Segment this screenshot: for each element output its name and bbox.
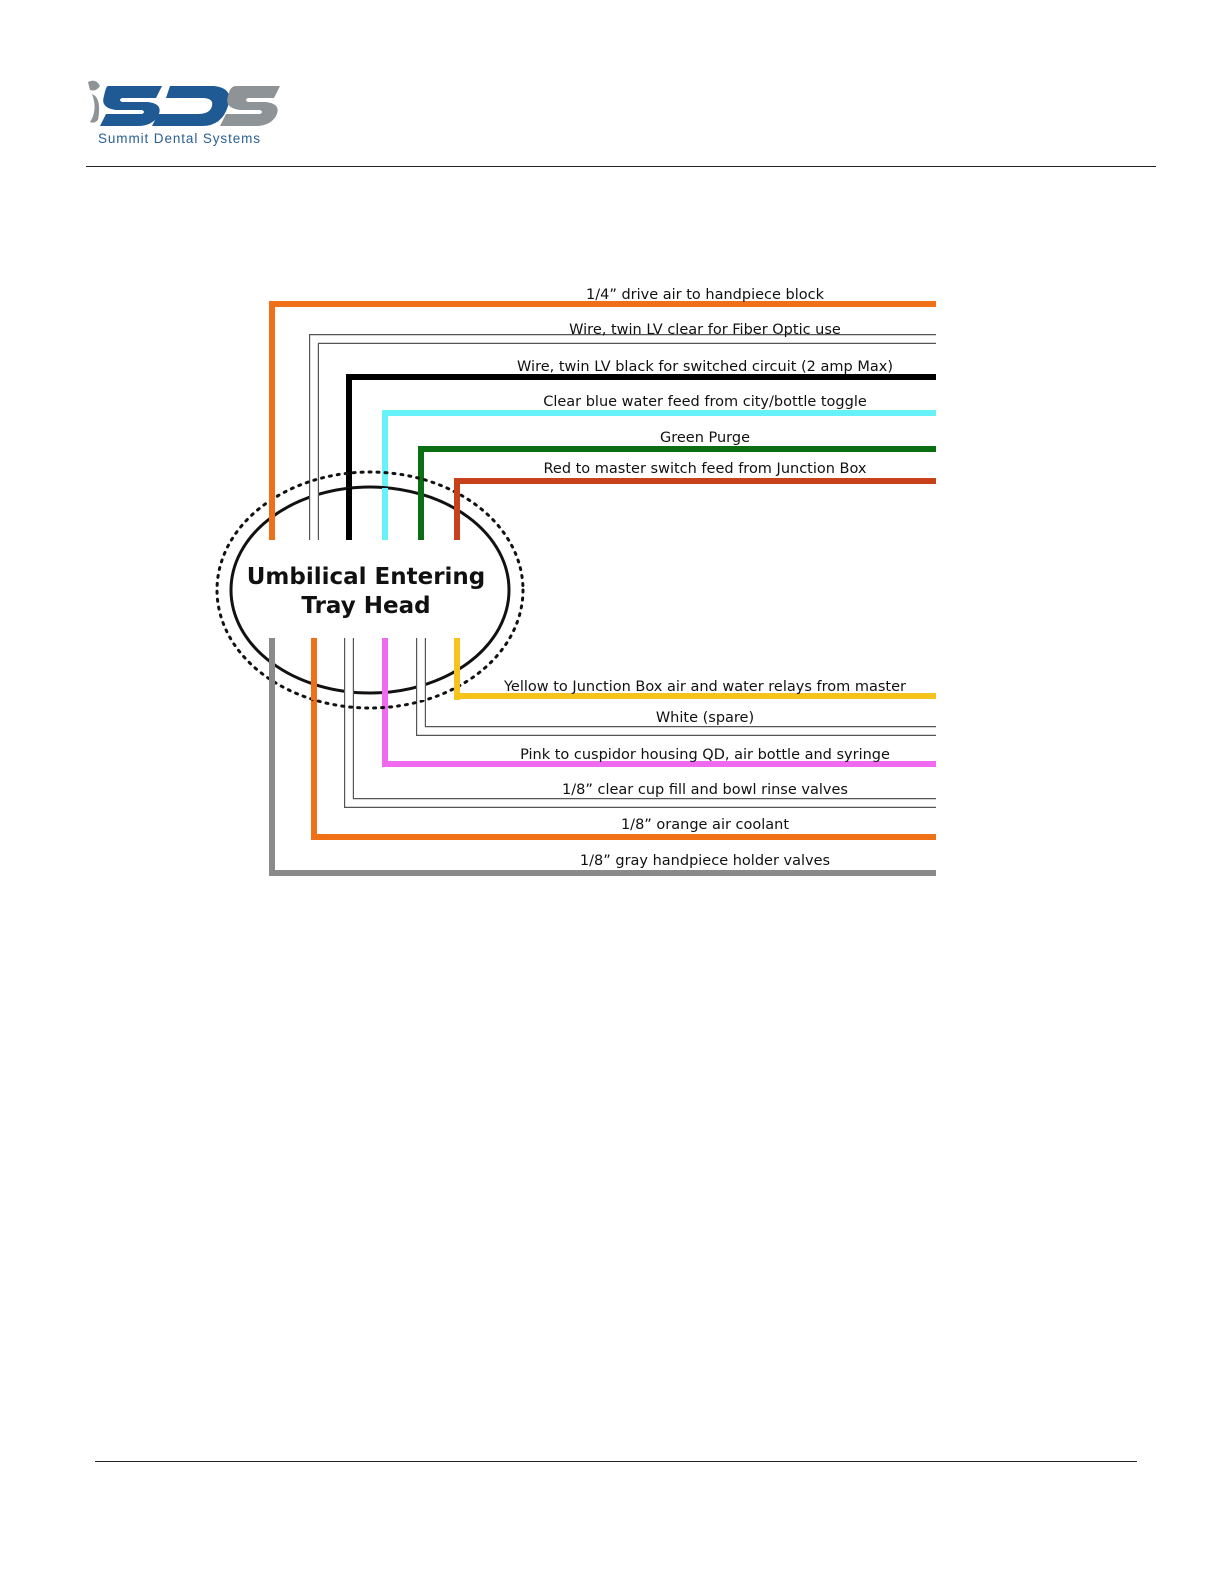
tray-head-ellipse bbox=[229, 485, 511, 695]
cuspidor-feed-label: Pink to cuspidor housing QD, air bottle … bbox=[520, 747, 890, 763]
handpiece-holder-label: 1/8” gray handpiece holder valves bbox=[580, 853, 830, 869]
switched-circuit-wire-line bbox=[346, 374, 936, 540]
fiber-optic-wire-label: Wire, twin LV clear for Fiber Optic use bbox=[569, 322, 841, 338]
switched-circuit-wire-label: Wire, twin LV black for switched circuit… bbox=[517, 359, 893, 375]
drive-air-line bbox=[269, 301, 936, 540]
dotted-boundary bbox=[215, 470, 525, 710]
center-label-line-2: Tray Head bbox=[301, 593, 430, 619]
master-switch-feed-line bbox=[454, 478, 936, 540]
junction-box-relays-label: Yellow to Junction Box air and water rel… bbox=[503, 679, 906, 695]
water-feed-label: Clear blue water feed from city/bottle t… bbox=[543, 394, 867, 410]
sds-logo-mark bbox=[88, 80, 280, 126]
header-divider bbox=[86, 166, 1156, 167]
air-coolant-line bbox=[311, 638, 936, 840]
cup-fill-label: 1/8” clear cup fill and bowl rinse valve… bbox=[562, 782, 848, 798]
handpiece-holder-line bbox=[269, 638, 936, 876]
company-name: Summit Dental Systems bbox=[98, 131, 261, 146]
drive-air-label: 1/4” drive air to handpiece block bbox=[586, 287, 825, 303]
white-spare-label: White (spare) bbox=[656, 710, 754, 726]
fiber-optic-wire-line-core bbox=[310, 335, 936, 540]
footer-divider bbox=[95, 1461, 1137, 1462]
center-label-line-1: Umbilical Entering bbox=[247, 564, 486, 590]
air-coolant-label: 1/8” orange air coolant bbox=[621, 817, 789, 833]
company-logo bbox=[86, 76, 286, 151]
green-purge-label: Green Purge bbox=[660, 430, 750, 446]
master-switch-feed-label: Red to master switch feed from Junction … bbox=[543, 461, 866, 477]
